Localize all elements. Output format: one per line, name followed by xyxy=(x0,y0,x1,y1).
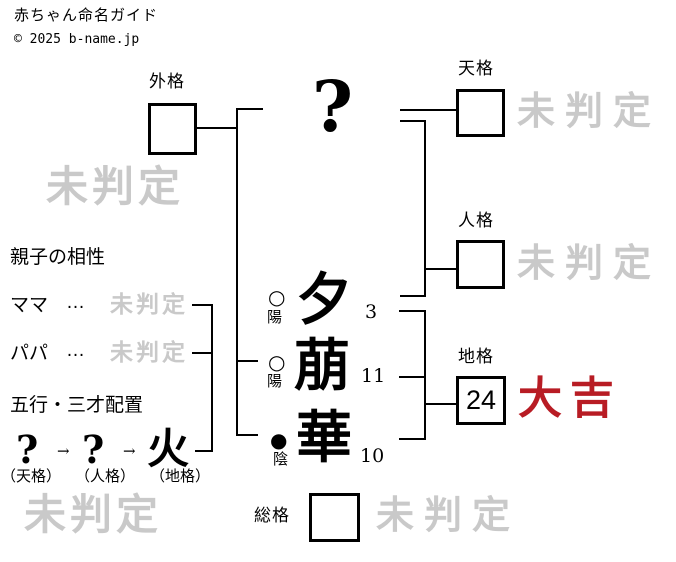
gogyo-jinkaku-element: ? xyxy=(82,427,105,472)
tenkaku-label: 天格 xyxy=(458,59,494,78)
gogyo-title: 五行・三才配置 xyxy=(10,395,144,416)
page-title: 赤ちゃん命名ガイド xyxy=(14,7,159,24)
polarity-symbol: ○ xyxy=(268,350,286,374)
jinkaku-judgment-watermark: 未判定 xyxy=(517,240,662,285)
mama-label: ママ xyxy=(10,295,49,316)
chikaku-value: 24 xyxy=(465,385,497,415)
polarity-label: 陽 xyxy=(267,309,283,326)
chikaku-bracket-mid-line xyxy=(399,376,426,378)
chikaku-box: 24 xyxy=(456,376,506,425)
chikaku-judgment: 大吉 xyxy=(518,373,622,424)
gaikaku-label: 外格 xyxy=(149,72,185,91)
mama-judgment-watermark: 未判定 xyxy=(110,291,188,318)
parent-bracket-vertical-line xyxy=(211,304,213,452)
stroke-count: 10 xyxy=(360,445,385,467)
papa-dots: … xyxy=(66,340,85,361)
mama-tick-line xyxy=(192,304,212,306)
tenkaku-connector-line xyxy=(400,109,456,111)
compatibility-title: 親子の相性 xyxy=(10,247,106,268)
chikaku-bracket-top-line xyxy=(399,310,426,312)
chikaku-box-connector-line xyxy=(426,403,456,405)
jinkaku-box xyxy=(456,240,505,289)
tenkaku-box xyxy=(456,89,505,137)
given-char: 萠 xyxy=(294,333,350,399)
given-char: 夕 xyxy=(296,267,352,333)
jinkaku-bracket-bottom-line xyxy=(400,295,426,297)
jinkaku-label: 人格 xyxy=(458,211,494,230)
chikaku-label: 地格 xyxy=(458,347,494,366)
gaikaku-box-connector-line xyxy=(197,127,238,129)
gaikaku-bracket-moe-tick-line xyxy=(236,360,258,362)
stroke-count: 3 xyxy=(365,301,378,323)
gogyo-jinkaku-caption: （人格） xyxy=(75,468,136,485)
mama-dots: … xyxy=(66,292,85,313)
gaikaku-bracket-vertical-line xyxy=(236,108,238,436)
papa-tick-line xyxy=(192,352,212,354)
gaikaku-bracket-top-line xyxy=(236,108,263,110)
copyright: © 2025 b-name.jp xyxy=(14,32,140,47)
polarity-symbol: ○ xyxy=(268,285,286,309)
papa-label: パパ xyxy=(10,343,49,364)
soukaku-label: 総格 xyxy=(254,506,290,525)
soukaku-judgment-watermark: 未判定 xyxy=(376,492,521,537)
gogyo-arrow-icon: → xyxy=(123,442,136,460)
gogyo-tenkaku-caption: （天格） xyxy=(1,468,62,485)
jinkaku-box-connector-line xyxy=(426,268,456,270)
papa-judgment-watermark: 未判定 xyxy=(110,339,188,366)
gaikaku-box xyxy=(148,103,197,155)
polarity-label: 陰 xyxy=(273,451,289,468)
gogyo-chikaku-caption: （地格） xyxy=(150,468,211,485)
gogyo-tenkaku-element: ? xyxy=(16,427,39,472)
surname-placeholder: ? xyxy=(312,65,354,148)
gogyo-tick-line xyxy=(195,450,212,452)
polarity-symbol: ● xyxy=(270,428,288,452)
stroke-count: 11 xyxy=(361,365,386,387)
polarity-label: 陽 xyxy=(267,373,283,390)
soukaku-box xyxy=(309,493,360,542)
chikaku-bracket-bottom-line xyxy=(399,438,426,440)
gaikaku-bracket-hana-tick-line xyxy=(236,434,258,436)
bottom-left-judgment-watermark: 未判定 xyxy=(24,490,163,539)
gaikaku-judgment-watermark: 未判定 xyxy=(46,162,185,211)
gogyo-arrow-icon: → xyxy=(57,442,70,460)
chikaku-bracket-vertical-line xyxy=(424,310,426,440)
tenkaku-judgment-watermark: 未判定 xyxy=(517,88,662,133)
given-char: 華 xyxy=(296,405,352,471)
gogyo-chikaku-element: 火 xyxy=(147,424,190,473)
jinkaku-bracket-top-line xyxy=(400,120,426,122)
jinkaku-bracket-vertical-line xyxy=(424,120,426,297)
